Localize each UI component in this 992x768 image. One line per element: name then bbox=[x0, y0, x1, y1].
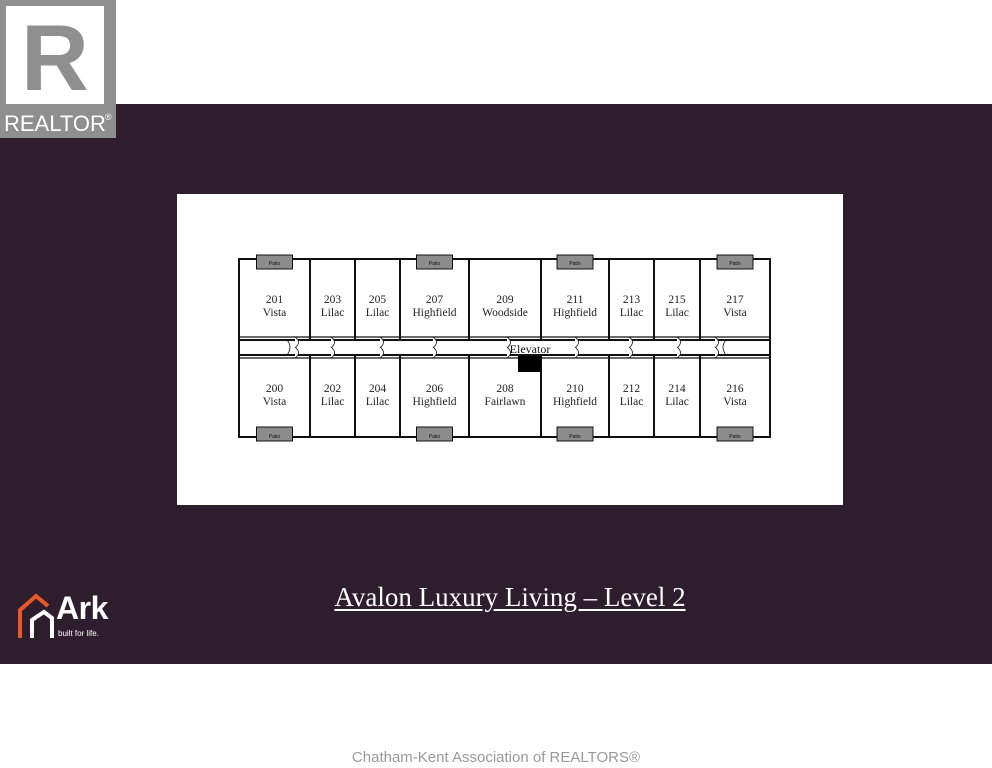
unit-model: Lilac bbox=[366, 307, 390, 319]
unit-model: Vista bbox=[723, 396, 747, 408]
unit-model: Woodside bbox=[482, 307, 528, 319]
unit-model: Lilac bbox=[620, 307, 644, 319]
corridor-end-door bbox=[286, 339, 291, 356]
door-bottom bbox=[574, 346, 579, 359]
ark-logo: Ark built for life. bbox=[18, 588, 138, 648]
door-bottom bbox=[628, 346, 633, 359]
unit-model: Highfield bbox=[412, 307, 456, 319]
unit-number: 212 bbox=[623, 383, 641, 395]
patio-top bbox=[256, 254, 293, 270]
unit-model: Vista bbox=[263, 307, 287, 319]
patio-bottom bbox=[716, 426, 754, 442]
realtor-logo-wordmark: REALTOR bbox=[4, 111, 106, 136]
door-top bbox=[379, 336, 384, 349]
patio-label: Patio bbox=[569, 261, 581, 267]
footer-credit: Chatham-Kent Association of REALTORS® bbox=[351, 749, 641, 766]
door-top bbox=[714, 336, 719, 349]
ark-tagline: built for life. bbox=[58, 629, 99, 638]
realtor-logo-mark: R REALTOR ® bbox=[0, 0, 116, 138]
unit-model: Vista bbox=[263, 396, 287, 408]
unit-model: Lilac bbox=[366, 396, 390, 408]
unit-number: 206 bbox=[426, 383, 444, 395]
unit-model: Lilac bbox=[620, 396, 644, 408]
unit-number: 211 bbox=[567, 294, 584, 306]
door-top bbox=[506, 336, 511, 349]
ark-wordmark: Ark bbox=[56, 590, 108, 626]
unit-model: Lilac bbox=[321, 307, 345, 319]
building-outline bbox=[238, 258, 771, 438]
door-bottom bbox=[379, 346, 384, 359]
unit-model: Lilac bbox=[665, 307, 689, 319]
unit-number: 214 bbox=[668, 383, 686, 395]
patio-label: Patio bbox=[269, 261, 281, 267]
unit-number: 200 bbox=[266, 383, 284, 395]
unit-number: 216 bbox=[726, 383, 744, 395]
door-top bbox=[574, 336, 579, 349]
unit-model: Highfield bbox=[553, 396, 597, 408]
elevator-label: Elevator bbox=[510, 342, 551, 356]
unit-model: Fairlawn bbox=[485, 396, 526, 408]
unit-model: Vista bbox=[723, 307, 747, 319]
door-bottom bbox=[676, 346, 681, 359]
patio-bottom bbox=[256, 426, 293, 442]
realtor-logo-registered: ® bbox=[105, 112, 112, 122]
unit-number: 201 bbox=[266, 294, 284, 306]
unit-number: 205 bbox=[369, 294, 387, 306]
door-top bbox=[676, 336, 681, 349]
realtor-logo-letter: R bbox=[21, 5, 89, 110]
patio-label: Patio bbox=[429, 261, 441, 267]
unit-model: Lilac bbox=[321, 396, 345, 408]
realtor-logo: R REALTOR ® bbox=[0, 0, 116, 138]
door-bottom bbox=[506, 346, 511, 359]
unit-number: 203 bbox=[324, 294, 342, 306]
unit-number: 213 bbox=[623, 294, 641, 306]
slide-title: Avalon Luxury Living – Level 2 bbox=[334, 582, 686, 612]
unit-number: 204 bbox=[369, 383, 387, 395]
corridor-end-door bbox=[722, 339, 727, 356]
patio-bottom bbox=[416, 426, 453, 442]
door-top bbox=[628, 336, 633, 349]
patio-top bbox=[556, 254, 594, 270]
elevator-shaft bbox=[518, 356, 541, 372]
unit-number: 202 bbox=[324, 383, 342, 395]
door-top bbox=[432, 336, 437, 349]
door-bottom bbox=[294, 346, 299, 359]
unit-number: 207 bbox=[426, 294, 444, 306]
door-bottom bbox=[330, 346, 335, 359]
unit-number: 209 bbox=[496, 294, 514, 306]
patio-label: Patio bbox=[729, 434, 741, 440]
patio-bottom bbox=[556, 426, 594, 442]
patio-top bbox=[416, 254, 453, 270]
patio-label: Patio bbox=[729, 261, 741, 267]
patio-label: Patio bbox=[269, 434, 281, 440]
unit-number: 208 bbox=[496, 383, 514, 395]
unit-number: 215 bbox=[668, 294, 686, 306]
patio-label: Patio bbox=[569, 434, 581, 440]
unit-model: Highfield bbox=[412, 396, 456, 408]
unit-model: Lilac bbox=[665, 396, 689, 408]
patio-top bbox=[716, 254, 754, 270]
ark-house-icon bbox=[18, 593, 54, 638]
door-bottom bbox=[432, 346, 437, 359]
patio-label: Patio bbox=[429, 434, 441, 440]
floorplan-diagram: PatioPatioPatioPatioPatioPatioPatioPatio… bbox=[238, 254, 771, 442]
unit-model: Highfield bbox=[553, 307, 597, 319]
door-top bbox=[294, 336, 299, 349]
door-bottom bbox=[714, 346, 719, 359]
unit-number: 217 bbox=[726, 294, 744, 306]
door-top bbox=[330, 336, 335, 349]
unit-number: 210 bbox=[566, 383, 584, 395]
